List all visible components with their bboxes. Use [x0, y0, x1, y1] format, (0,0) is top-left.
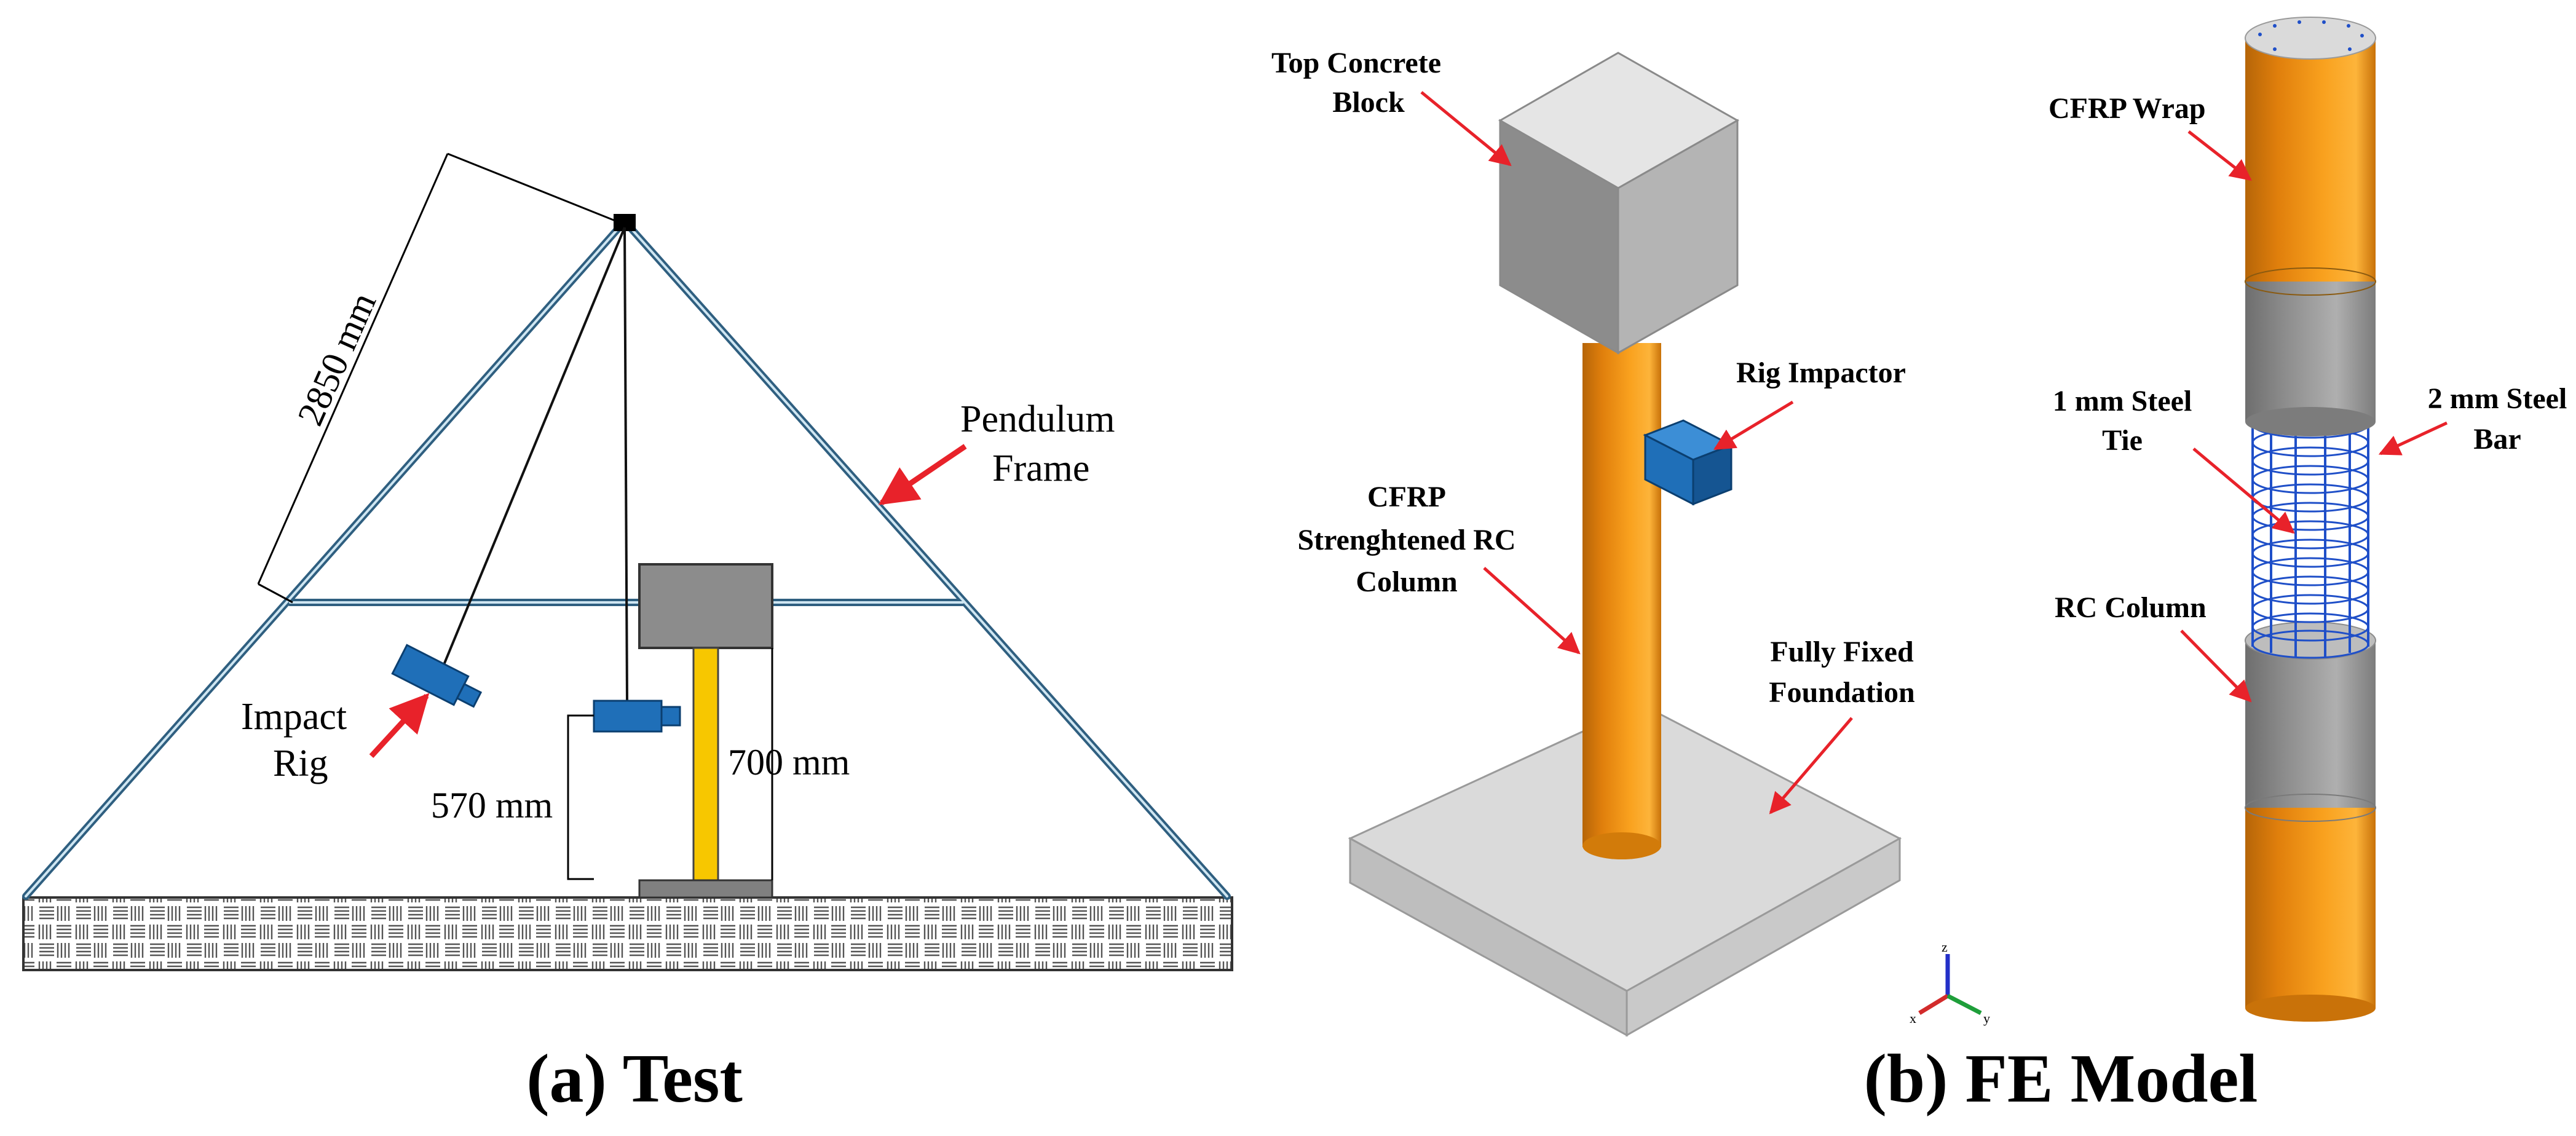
- label-tie-1: 1 mm Steel: [2053, 385, 2192, 417]
- label-rc-column: RC Column: [2055, 591, 2207, 624]
- impact-rig-hanging: [593, 700, 681, 733]
- arrow-pendulum-frame: [878, 444, 967, 505]
- label-foundation-1: Fully Fixed: [1770, 636, 1914, 668]
- label-cfrp-col-1: CFRP: [1367, 481, 1446, 513]
- label-cfrp-col-2: Strenghtened RC: [1297, 524, 1515, 556]
- dimension-impact-height: [567, 714, 594, 880]
- cfrp-wrap-top: [2245, 38, 2376, 282]
- column-yellow: [692, 647, 719, 883]
- label-bar-2: Bar: [2473, 423, 2521, 456]
- arrow-rig-impactor: [1713, 400, 1794, 451]
- label-cfrp-col-3: Column: [1356, 566, 1457, 598]
- label-impact-rig-1: Impact: [241, 696, 347, 738]
- rc-core-top: [2245, 274, 2376, 422]
- label-foundation-2: Foundation: [1769, 676, 1914, 709]
- axis-z-label: z: [1942, 939, 1948, 955]
- label-tie-2: Tie: [2102, 424, 2143, 457]
- axis-triad: [1918, 954, 1982, 1016]
- base-plate: [638, 879, 773, 899]
- axis-y-icon: [1946, 993, 1982, 1016]
- dimension-arm-label: 2850 mm: [290, 286, 384, 431]
- arrow-top-block: [1420, 91, 1512, 167]
- arrow-impact-rig: [369, 693, 430, 759]
- rc-core-bottom: [2245, 641, 2376, 808]
- arrow-cfrp-col: [1483, 567, 1581, 655]
- dimension-impact-label: 570 mm: [431, 785, 553, 826]
- caption-a: (a) Test: [526, 1041, 743, 1117]
- axis-y-label: y: [1983, 1011, 1990, 1026]
- exploded-column: [2245, 17, 2376, 1022]
- ground-hatch: [22, 896, 1233, 971]
- label-top-block-1: Top Concrete: [1271, 47, 1441, 79]
- panel-b-fe-model: z x y Top Concrete Block Rig Impactor CF…: [1271, 17, 2567, 1117]
- label-impact-rig-2: Rig: [273, 743, 328, 784]
- panel-a-test: 2850 mm 570 mm 700 mm Pendulum Frame Imp…: [22, 152, 1233, 1117]
- axis-x-label: x: [1910, 1011, 1916, 1026]
- dimension-arm-length: [257, 152, 620, 604]
- label-pendulum-frame-1: Pendulum: [960, 398, 1115, 440]
- label-rig-impactor: Rig Impactor: [1736, 357, 1906, 389]
- impact-rig-swung: [391, 644, 483, 708]
- column-top-face: [2245, 17, 2376, 60]
- top-concrete-block: [1498, 52, 1740, 355]
- test-column: [638, 563, 773, 899]
- axis-x-icon: [1918, 994, 1949, 1015]
- caption-b: (b) FE Model: [1864, 1041, 2258, 1117]
- arrow-foundation: [1769, 717, 1853, 815]
- label-bar-1: 2 mm Steel: [2428, 382, 2567, 415]
- top-mass-block: [638, 563, 773, 649]
- dimension-column-label: 700 mm: [728, 742, 850, 783]
- arrow-cfrp-wrap: [2187, 130, 2252, 181]
- pendulum-strings: [441, 227, 628, 701]
- label-top-block-2: Block: [1332, 86, 1405, 119]
- arrow-rc-column: [2180, 629, 2252, 703]
- arrow-tie: [2192, 448, 2295, 534]
- label-cfrp-wrap: CFRP Wrap: [2049, 92, 2206, 125]
- cfrp-column-main: [1582, 343, 1661, 859]
- label-pendulum-frame-2: Frame: [992, 448, 1089, 489]
- steel-ties: [2251, 409, 2369, 659]
- cfrp-wrap-bottom: [2245, 788, 2376, 1008]
- arrow-bar: [2378, 421, 2448, 456]
